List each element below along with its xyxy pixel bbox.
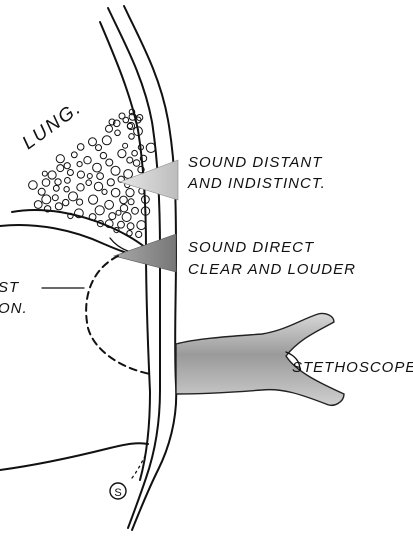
alveolus-circle (64, 163, 70, 169)
alveolus-circle (95, 206, 104, 215)
alveolus-circle (77, 171, 84, 178)
alveolus-circle (84, 157, 91, 164)
alveolus-circle (105, 200, 114, 209)
alveolus-circle (86, 180, 92, 186)
alveolus-circle (133, 160, 140, 167)
alveolus-circle (57, 165, 64, 172)
alveolus-circle (118, 150, 126, 158)
alveolus-circle (77, 144, 84, 151)
sound-direct-label-line1: SOUND DIRECT (188, 239, 315, 256)
alveolus-circle (127, 157, 133, 163)
alveolus-circle (122, 213, 131, 222)
alveolus-circle (118, 221, 125, 228)
stethoscope-label: STETHOSCOPE. (292, 359, 413, 376)
alveolus-circle (38, 188, 45, 195)
alveolus-circle (29, 181, 38, 190)
alveolus-circle (97, 173, 104, 180)
sound-distant-label-line2: AND INDISTINCT. (187, 175, 326, 192)
alveolus-circle (55, 203, 62, 210)
alveolus-circle (107, 179, 114, 186)
alveolus-circle (42, 195, 51, 204)
lung-label: LUNG. (19, 97, 86, 154)
alveolus-circle (136, 231, 142, 237)
sound-distant-cone (120, 160, 178, 200)
alveolus-circle (48, 171, 56, 179)
alveolus-circle (126, 189, 134, 197)
alveolus-circle (52, 195, 58, 201)
alveolus-circle (127, 223, 134, 230)
alveolus-circle (65, 178, 71, 184)
alveolus-circle (137, 221, 146, 230)
alveolus-circle (119, 113, 125, 119)
alveolus-circle (127, 123, 132, 128)
alveolus-circle (100, 152, 106, 158)
chest-wall-middle-line (108, 8, 160, 528)
alveolus-circle (53, 185, 59, 191)
alveolus-circle (106, 125, 113, 132)
alveolus-circle (96, 145, 102, 151)
alveolus-circle (146, 143, 155, 152)
alveolus-circle (106, 159, 113, 166)
alveolus-circle (124, 170, 133, 179)
alveolus-circle (102, 189, 107, 194)
alveolus-circle (102, 136, 111, 145)
pleura-line-upper (12, 210, 146, 248)
alveolus-circle (64, 187, 69, 192)
alveolus-circle (67, 170, 73, 176)
alveolus-circle (120, 196, 128, 204)
alveolus-circle (77, 199, 83, 205)
alveolus-circle (62, 199, 68, 205)
alveolus-circle (42, 171, 47, 176)
alveolus-circle (129, 134, 135, 140)
alveolus-circle (56, 155, 64, 163)
alveolus-circle (42, 179, 50, 187)
alveolus-circle (109, 213, 116, 220)
alveolus-circle (132, 150, 138, 156)
alveolus-circle (128, 199, 134, 205)
alveolus-circle (94, 182, 102, 190)
alveolus-circle (111, 166, 120, 175)
alveolus-circle (87, 174, 92, 179)
alveolus-circle (127, 231, 132, 236)
alveolus-circle (34, 201, 42, 209)
cavity-label-line2: ON. (0, 300, 28, 317)
alveolus-circle (55, 179, 61, 185)
alveolus-circle (89, 138, 97, 146)
sound-distant-label-line1: SOUND DISTANT (188, 154, 323, 171)
alveolus-circle (132, 207, 139, 214)
alveolus-circle (77, 184, 84, 191)
sound-direct-label-line2: CLEAR AND LOUDER (188, 261, 356, 278)
alveolus-circle (69, 192, 78, 201)
alveolus-circle (115, 130, 121, 136)
alveolus-circle (77, 162, 82, 167)
alveolus-circle (111, 188, 120, 197)
alveolus-circle (71, 152, 77, 158)
alveolus-circle (123, 143, 128, 148)
alveolus-circle (89, 195, 98, 204)
alveolus-circle (120, 205, 127, 212)
s-marker-label: S (114, 487, 121, 499)
lower-body-line (0, 443, 148, 470)
cavity-label-line1: ST (0, 279, 20, 296)
cavity-dashed-outline (86, 256, 150, 374)
alveolus-circle (116, 210, 121, 215)
alveolus-circle (93, 163, 102, 172)
